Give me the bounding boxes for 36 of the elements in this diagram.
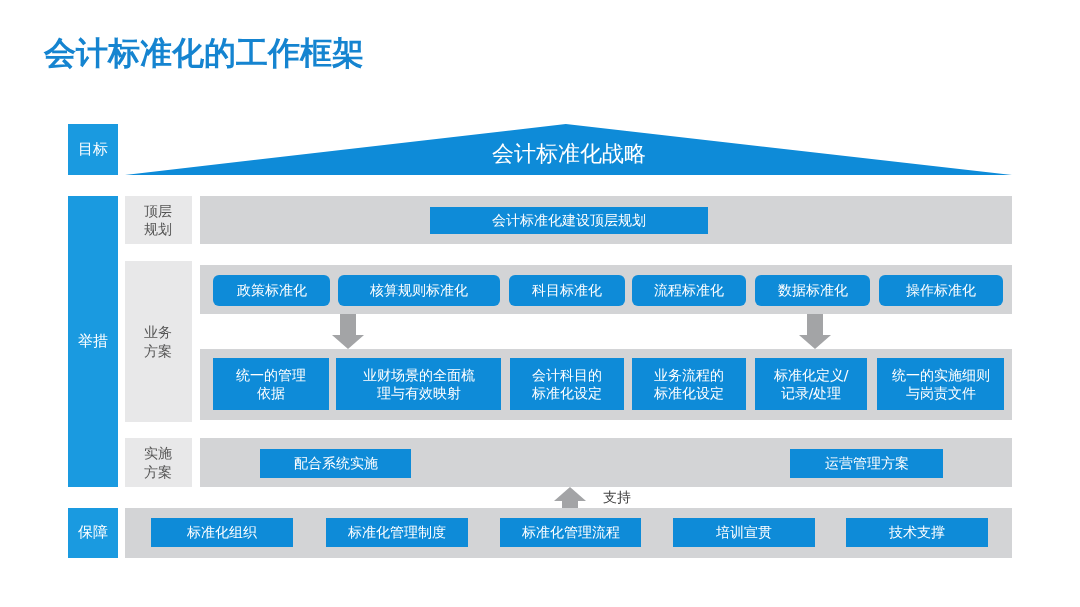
row-band <box>200 265 1012 314</box>
row-band <box>200 438 1012 487</box>
item-box: 标准化管理制度 <box>326 518 468 547</box>
row-label-box: 业务方案 <box>125 261 192 422</box>
row-band <box>200 196 1012 244</box>
row-label-box: 实施方案 <box>125 438 192 487</box>
block-arrow <box>554 487 586 508</box>
category-box: 科目标准化 <box>509 275 625 306</box>
category-box: 流程标准化 <box>632 275 746 306</box>
category-box: 核算规则标准化 <box>338 275 500 306</box>
item-box: 培训宣贯 <box>673 518 815 547</box>
edge-label: 支持 <box>603 487 631 506</box>
item-box: 统一的管理依据 <box>213 358 329 410</box>
item-box: 标准化组织 <box>151 518 293 547</box>
item-box: 配合系统实施 <box>260 449 411 478</box>
item-box: 会计标准化建设顶层规划 <box>430 207 708 234</box>
item-box: 技术支撑 <box>846 518 988 547</box>
item-box: 标准化管理流程 <box>500 518 641 547</box>
item-box: 业财场景的全面梳理与有效映射 <box>336 358 501 410</box>
item-box: 标准化定义/记录/处理 <box>755 358 867 410</box>
category-box: 操作标准化 <box>879 275 1003 306</box>
category-box: 政策标准化 <box>213 275 330 306</box>
item-box: 会计科目的标准化设定 <box>510 358 624 410</box>
section-label-box: 保障 <box>68 508 118 558</box>
row-band <box>200 349 1012 420</box>
section-label-box: 目标 <box>68 124 118 175</box>
category-box: 数据标准化 <box>755 275 870 306</box>
row-label-box: 顶层规划 <box>125 196 192 244</box>
item-box: 统一的实施细则与岗责文件 <box>877 358 1004 410</box>
section-label-box: 举措 <box>68 196 118 487</box>
title: 会计标准化的工作框架 <box>44 34 364 73</box>
item-box: 业务流程的标准化设定 <box>632 358 746 410</box>
block-arrow <box>332 314 364 349</box>
row-band <box>125 508 1012 558</box>
item-box: 运营管理方案 <box>790 449 943 478</box>
block-arrow <box>799 314 831 349</box>
